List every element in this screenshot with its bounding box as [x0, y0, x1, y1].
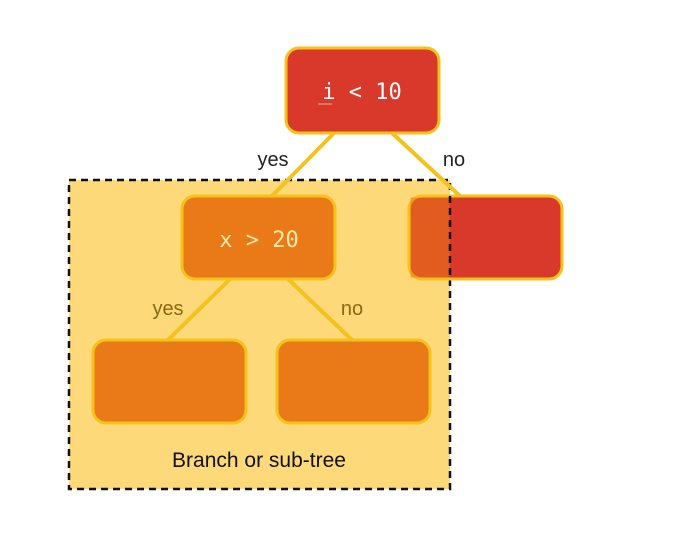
edge-child-no — [286, 277, 354, 342]
edge-root-no — [390, 131, 462, 198]
leaf-node-right-overlap — [410, 197, 450, 278]
edge-child-yes — [166, 277, 232, 342]
root-node-label: i < 10 — [322, 80, 401, 105]
child-node-label: x > 20 — [219, 228, 298, 253]
root-node — [284, 46, 441, 135]
edge-root-yes — [270, 131, 336, 198]
edge-label-root-yes: yes — [257, 149, 288, 171]
edge-label-child-yes: yes — [152, 298, 183, 320]
edge-label-child-no: no — [341, 298, 363, 320]
edges — [166, 131, 462, 342]
subtree-label: Branch or sub-tree — [172, 449, 346, 472]
child-node — [180, 194, 337, 281]
edge-label-root-no: no — [443, 149, 465, 171]
leaf-node-middle — [275, 338, 432, 425]
leaf-node-left — [91, 338, 248, 425]
